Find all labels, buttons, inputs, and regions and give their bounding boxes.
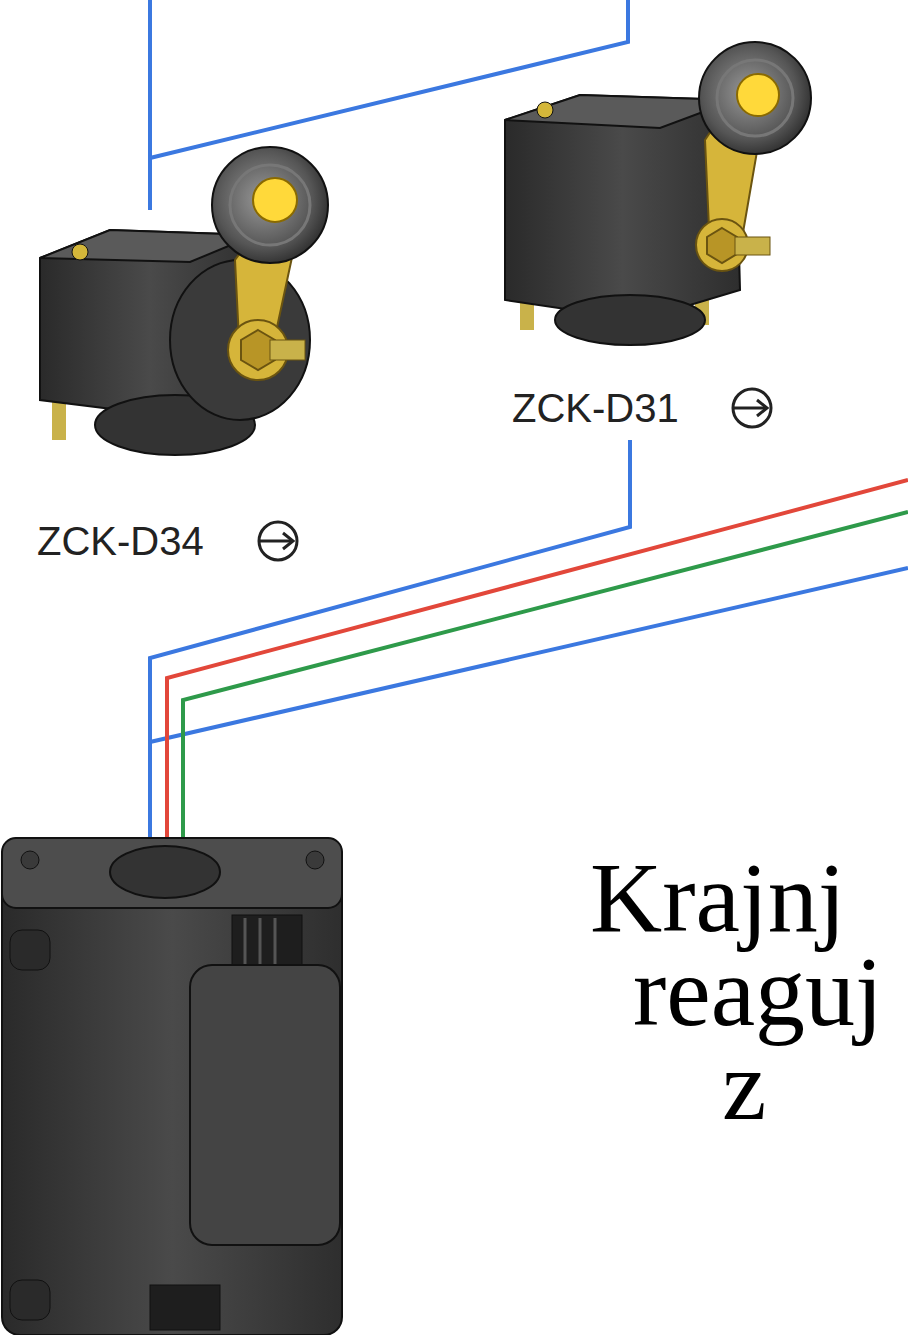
switch-head-right <box>505 42 811 345</box>
switch-body <box>2 838 342 1335</box>
part-number: ZCK-D34 <box>37 521 204 561</box>
slide-text: Krajnj <box>590 848 845 948</box>
wire-green <box>183 512 908 882</box>
direction-symbol <box>259 389 771 560</box>
wire-red <box>167 480 908 882</box>
wires <box>150 0 908 882</box>
slide-text: reaguj <box>633 942 883 1042</box>
slide-text: z <box>722 1036 766 1136</box>
part-number: ZCK-D31 <box>512 388 679 428</box>
switch-head-left <box>40 147 328 455</box>
